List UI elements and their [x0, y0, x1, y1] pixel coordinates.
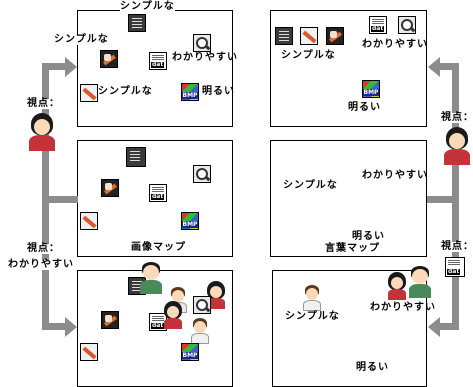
tl-search-icon [193, 34, 211, 52]
im-dat-icon: dat [149, 184, 167, 202]
panel-word-map [270, 140, 427, 257]
bl-person-woman2-icon [162, 301, 184, 329]
tl-simple-bottom: シンプルな [98, 86, 153, 97]
arrow-right-bottom-horizontal [440, 323, 459, 330]
wm-simple: シンプルな [283, 180, 338, 191]
viewpoint-label-left-top: 視点： [27, 98, 60, 109]
viewpoint-person-left-icon [27, 113, 57, 151]
bl-dat-icon: dat [149, 313, 167, 331]
im-pen-icon [101, 179, 119, 197]
viewpoint-label-right-top: 視点： [441, 112, 473, 123]
viewpoint-label-right-bottom: 視点： [441, 241, 473, 252]
br-person-man2-icon [408, 266, 432, 298]
tr-easy: わかりやすい [362, 39, 428, 50]
bl-search-icon [193, 296, 211, 314]
tr-bmp-icon: BMP [362, 80, 380, 98]
bl-person-woman-icon [205, 281, 227, 309]
image-map-title: 画像マップ [131, 242, 186, 253]
wm-bright: 明るい [352, 231, 385, 242]
tr-search-icon [398, 16, 416, 34]
arrow-right-bottom-head [428, 317, 440, 337]
tr-document-icon [275, 27, 293, 45]
tl-easy: わかりやすい [172, 52, 238, 63]
viewpoint-easy-left-bottom: わかりやすい [8, 259, 74, 270]
arrow-left-top-head [65, 57, 77, 77]
bl-person-man-icon [139, 262, 163, 294]
arrow-left-bottom-horizontal [42, 323, 67, 330]
tr-pen-icon [326, 27, 344, 45]
tr-draw-icon [300, 27, 318, 45]
br-bright: 明るい [356, 362, 389, 373]
tl-simple-left: シンプルな [54, 34, 109, 45]
word-map-title: 言葉マップ [325, 243, 380, 254]
tl-bright: 明るい [202, 86, 235, 97]
tr-simple: シンプルな [281, 50, 336, 61]
br-easy: わかりやすい [370, 302, 436, 313]
im-search-icon [193, 165, 211, 183]
im-draw-icon [80, 212, 98, 230]
im-bmp-icon: BMP [181, 212, 199, 230]
br-person-man-icon [302, 285, 322, 311]
tr-dat-icon: dat [369, 16, 387, 34]
bl-draw-icon [80, 343, 98, 361]
bl-pen-icon [101, 311, 119, 329]
tl-simple-top: シンプルな [120, 1, 175, 12]
tl-draw-icon [80, 84, 98, 102]
bl-person-man2-icon [190, 318, 210, 344]
viewpoint-person-right-icon [442, 127, 472, 165]
tl-bmp-icon: BMP [181, 83, 199, 101]
tl-dat-icon: dat [149, 52, 167, 70]
viewpoint-label-left-bottom: 視点： [27, 243, 60, 254]
tr-bright: 明るい [348, 102, 381, 113]
arrow-right-mid-connector [427, 196, 459, 203]
arrow-left-top-horizontal [42, 63, 67, 70]
bl-bmp-icon: BMP [181, 343, 199, 361]
arrow-left-mid-connector [42, 196, 78, 203]
viewpoint-dat-right-icon: dat [445, 257, 465, 277]
arrow-right-top-horizontal [440, 63, 459, 70]
br-person-woman-icon [386, 272, 408, 300]
wm-easy: わかりやすい [362, 170, 428, 181]
tl-document-icon [128, 14, 146, 32]
arrow-left-bottom-head [65, 317, 77, 337]
im-document-icon [126, 147, 146, 167]
br-simple: シンプルな [285, 311, 340, 322]
arrow-right-top-head [428, 57, 440, 77]
tl-pen-icon [100, 50, 118, 68]
